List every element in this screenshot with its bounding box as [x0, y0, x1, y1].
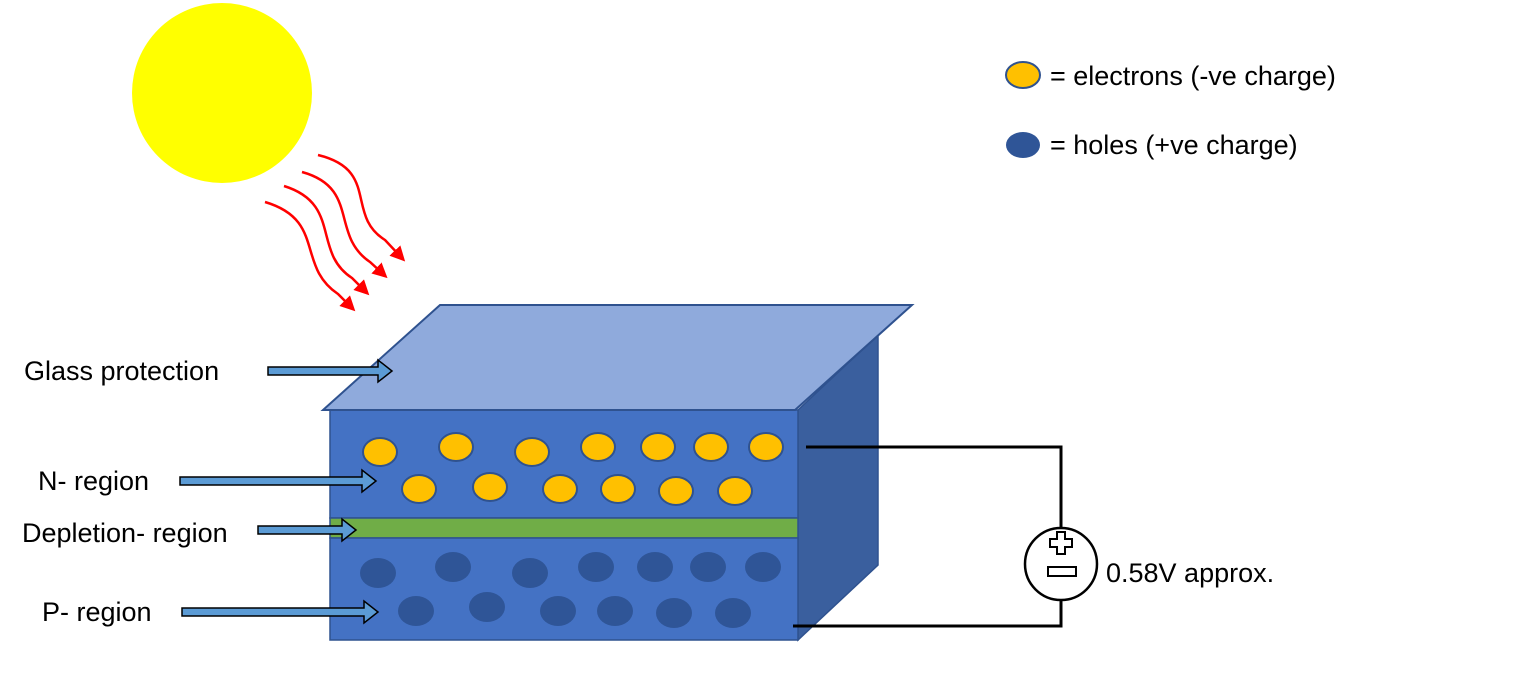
hole — [745, 552, 781, 582]
hole — [360, 558, 396, 588]
light-ray — [301, 170, 388, 279]
circuit-wires — [793, 445, 1063, 628]
legend-electron-label: = electrons (-ve charge) — [1050, 61, 1336, 91]
electron — [580, 432, 616, 462]
legend: = electrons (-ve charge) = holes (+ve ch… — [1005, 61, 1336, 160]
sun — [132, 3, 312, 183]
hole — [540, 596, 576, 626]
electron — [438, 432, 474, 462]
hole — [435, 552, 471, 582]
electron — [401, 474, 437, 504]
electron — [693, 432, 729, 462]
legend-hole-swatch — [1006, 132, 1040, 158]
electron — [658, 476, 694, 506]
depletion-pointer-arrow — [257, 517, 358, 543]
bottom-wire — [793, 598, 1063, 628]
electron — [542, 474, 578, 504]
glass-pointer-arrow — [267, 358, 394, 384]
light-ray — [283, 184, 370, 296]
hole — [637, 552, 673, 582]
electron — [362, 437, 398, 467]
voltage-label: 0.58V approx. — [1106, 558, 1274, 588]
electron — [640, 432, 676, 462]
depletion-region-layer — [329, 517, 799, 539]
hole — [512, 558, 548, 588]
legend-hole-label: = holes (+ve charge) — [1050, 130, 1298, 160]
hole — [656, 598, 692, 628]
legend-electron-swatch — [1005, 61, 1041, 89]
n-region-label: N- region — [38, 466, 149, 496]
light-ray — [264, 200, 356, 312]
p-region-pointer-arrow — [181, 599, 380, 625]
glass-protection-layer — [320, 304, 915, 411]
minus-icon — [1047, 566, 1077, 577]
hole — [690, 552, 726, 582]
hole — [469, 592, 505, 622]
electron — [600, 474, 636, 504]
electrons — [362, 432, 784, 506]
p-region-label: P- region — [42, 597, 152, 627]
solar-cell — [320, 304, 915, 642]
top-wire — [806, 445, 1063, 531]
hole — [398, 596, 434, 626]
plus-icon — [1049, 531, 1073, 555]
light-rays — [264, 153, 406, 312]
electron — [748, 432, 784, 462]
electron — [472, 472, 508, 502]
voltage-source-circle — [1023, 526, 1099, 602]
pointer-arrows — [179, 358, 394, 625]
holes — [360, 552, 781, 628]
depletion-region-label: Depletion- region — [22, 518, 228, 548]
hole — [597, 596, 633, 626]
electron — [514, 437, 550, 467]
n-region-pointer-arrow — [179, 468, 378, 494]
electron — [717, 476, 753, 506]
light-ray — [317, 153, 406, 262]
glass-protection-label: Glass protection — [24, 356, 219, 386]
hole — [715, 598, 751, 628]
hole — [578, 552, 614, 582]
voltage-source — [1023, 526, 1099, 602]
